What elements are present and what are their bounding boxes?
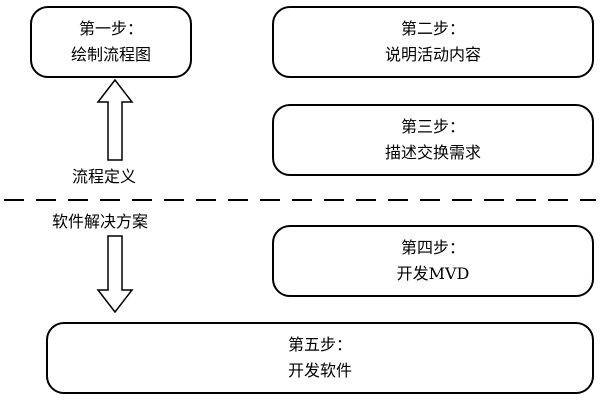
step-2-text: 说明活动内容: [384, 45, 481, 64]
step-3-title: 第三步：: [400, 117, 465, 136]
software-solution-label: 软件解决方案: [52, 212, 149, 231]
process-definition-label: 流程定义: [72, 167, 137, 186]
down-arrow: [96, 235, 134, 314]
step-1-text: 绘制流程图: [70, 45, 151, 64]
step-5-title: 第五步：: [287, 335, 352, 354]
step-1-title: 第一步：: [78, 19, 143, 38]
step-2-title: 第二步：: [400, 19, 465, 38]
step-1-box: 第一步： 绘制流程图: [30, 6, 192, 78]
step-2-box: 第二步： 说明活动内容: [272, 6, 594, 78]
step-5-box: 第五步： 开发软件: [46, 322, 594, 394]
step-3-text: 描述交换需求: [384, 143, 481, 162]
step-4-text: 开发MVD: [396, 264, 470, 283]
up-arrow: [96, 78, 134, 161]
step-3-box: 第三步： 描述交换需求: [272, 104, 594, 176]
step-5-text: 开发软件: [287, 361, 352, 380]
step-4-box: 第四步： 开发MVD: [272, 225, 594, 297]
step-4-title: 第四步：: [400, 238, 465, 257]
